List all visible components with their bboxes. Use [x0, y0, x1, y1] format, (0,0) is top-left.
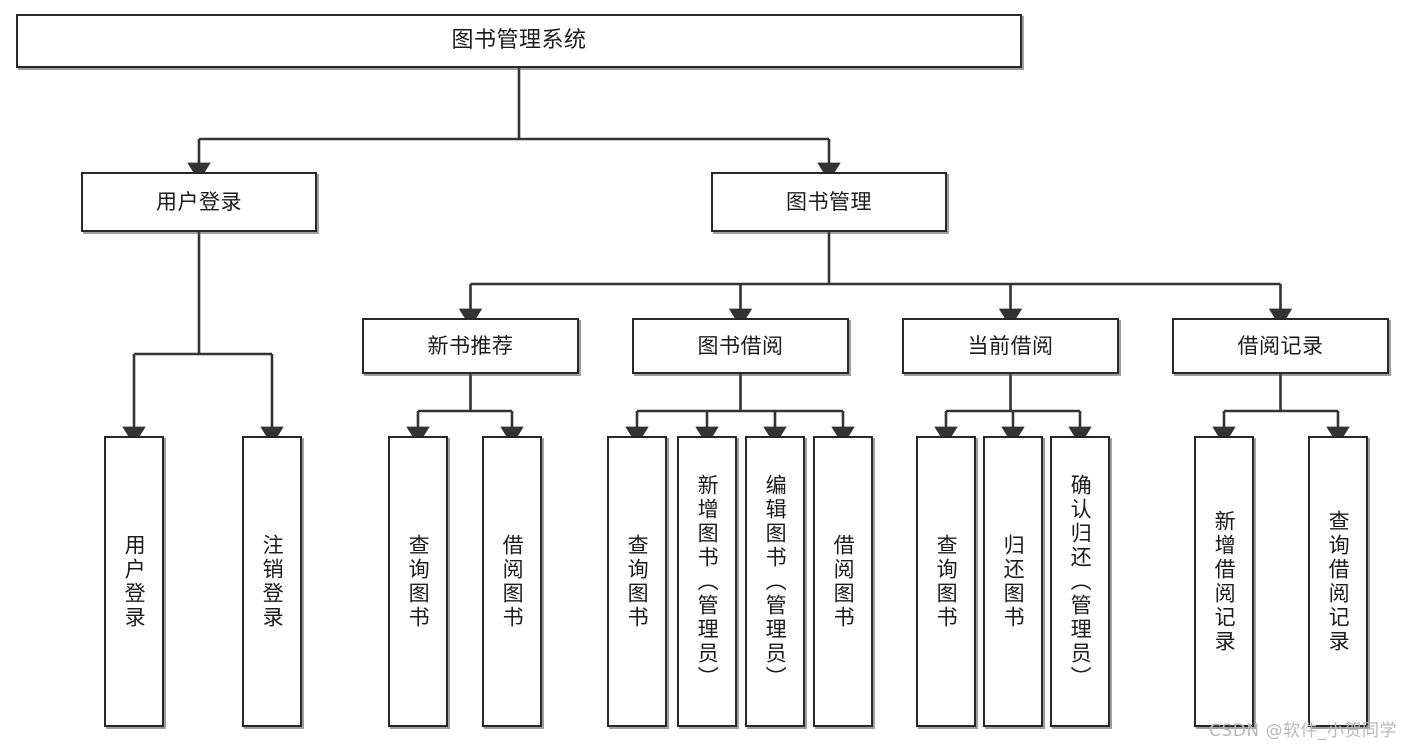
node-label-l3-1: 新书推荐: [427, 333, 514, 358]
node-box-leaf-7[interactable]: 编辑图书（管理员）: [745, 436, 805, 727]
node-box-leaf-5[interactable]: 查询图书: [607, 436, 667, 727]
node-box-leaf-9[interactable]: 查询图书: [916, 436, 976, 727]
node-box-leaf-12[interactable]: 新增借阅记录: [1194, 436, 1254, 727]
node-box-leaf-4[interactable]: 借阅图书: [482, 436, 542, 727]
watermark-label: CSDN @软件_小贺同学: [1209, 721, 1397, 741]
node-box-l3-3[interactable]: 当前借阅: [902, 318, 1119, 374]
node-label-leaf-10: 归还图书: [1001, 533, 1026, 630]
node-label-leaf-3: 查询图书: [406, 533, 431, 630]
node-box-l3-4[interactable]: 借阅记录: [1172, 318, 1389, 374]
node-box-l2-1[interactable]: 用户登录: [81, 172, 317, 232]
node-box-leaf-10[interactable]: 归还图书: [983, 436, 1043, 727]
node-label-leaf-13: 查询借阅记录: [1326, 509, 1351, 654]
node-label-l2-1: 用户登录: [156, 189, 242, 214]
node-label-leaf-1: 用户登录: [122, 533, 147, 630]
node-box-root[interactable]: 图书管理系统: [16, 14, 1022, 68]
node-label-leaf-2: 注销登录: [260, 533, 285, 630]
connector-group: [122, 68, 1350, 446]
node-label-l3-3: 当前借阅: [967, 333, 1054, 358]
node-label-leaf-9: 查询图书: [934, 533, 959, 630]
node-box-leaf-13[interactable]: 查询借阅记录: [1308, 436, 1368, 727]
node-box-leaf-11[interactable]: 确认归还（管理员）: [1050, 436, 1110, 727]
node-box-l3-1[interactable]: 新书推荐: [362, 318, 579, 374]
node-label-leaf-12: 新增借阅记录: [1212, 509, 1237, 654]
node-box-leaf-6[interactable]: 新增图书（管理员）: [677, 436, 737, 727]
node-box-leaf-1[interactable]: 用户登录: [104, 436, 164, 727]
node-label-leaf-6: 新增图书（管理员）: [695, 473, 720, 690]
node-box-leaf-8[interactable]: 借阅图书: [813, 436, 873, 727]
node-label-leaf-7: 编辑图书（管理员）: [763, 473, 788, 690]
node-label-leaf-5: 查询图书: [625, 533, 650, 630]
node-label-l2-2: 图书管理: [786, 189, 872, 214]
node-box-leaf-2[interactable]: 注销登录: [242, 436, 302, 727]
node-box-l2-2[interactable]: 图书管理: [711, 172, 947, 232]
node-label-leaf-4: 借阅图书: [500, 533, 525, 630]
node-label-leaf-11: 确认归还（管理员）: [1068, 473, 1093, 690]
node-label-leaf-8: 借阅图书: [831, 533, 856, 630]
node-box-leaf-3[interactable]: 查询图书: [388, 436, 448, 727]
node-label-l3-4: 借阅记录: [1237, 333, 1324, 358]
node-label-root: 图书管理系统: [451, 28, 587, 54]
node-label-l3-2: 图书借阅: [697, 333, 784, 358]
node-box-l3-2[interactable]: 图书借阅: [632, 318, 849, 374]
